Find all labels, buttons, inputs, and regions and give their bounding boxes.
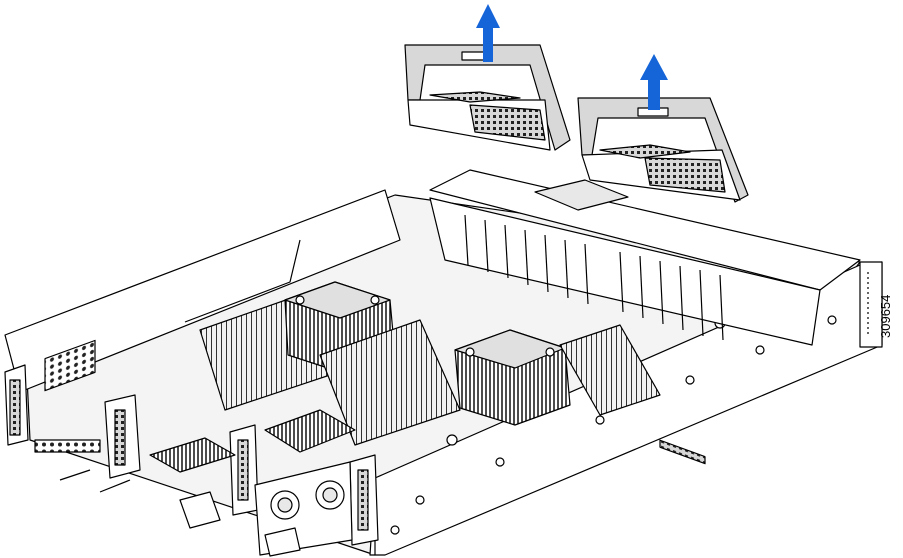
lift-arrow-2 — [640, 54, 668, 110]
figure-number: 309654 — [878, 294, 893, 338]
pcie-riser-1-removed — [404, 44, 571, 151]
cpu-heatsink-2 — [454, 329, 571, 426]
chipset-heatsink — [264, 409, 356, 453]
riser-cage — [429, 197, 821, 346]
front-bezel — [859, 261, 883, 348]
lift-arrow-1 — [476, 4, 500, 62]
riser-connector-2 — [659, 439, 706, 465]
dimm-bank-right — [559, 324, 661, 416]
mlom-heatsink — [149, 437, 236, 473]
dimm-bank-center — [319, 319, 461, 446]
psu-pull-tabs — [59, 469, 301, 557]
left-wall-vents — [44, 339, 96, 392]
pcie-riser-2-removed — [577, 97, 749, 203]
rear-pcie-risers — [4, 364, 379, 546]
rear-port-strip — [34, 439, 101, 453]
pcie-slot-brackets — [464, 214, 724, 341]
cover-label — [534, 179, 629, 211]
top-cover-rear — [429, 169, 861, 291]
